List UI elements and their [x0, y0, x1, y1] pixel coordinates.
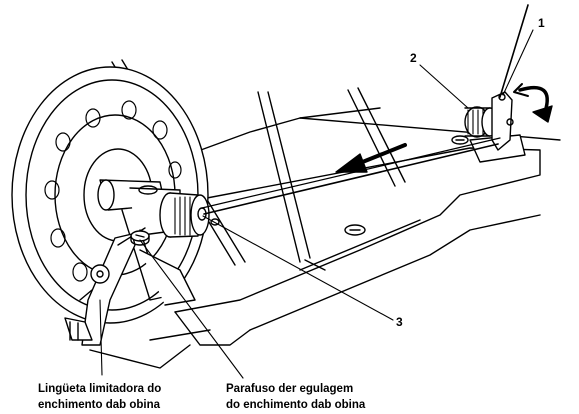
- leader-lines: [99, 29, 534, 379]
- bed-screws: [344, 135, 469, 236]
- caption-screw-line1: Parafuso der egulagem: [226, 383, 353, 395]
- thread-path: [201, 4, 529, 215]
- rotation-arrow: [513, 83, 553, 123]
- leader-1: [502, 29, 534, 96]
- callout-3: 3: [396, 315, 403, 329]
- leader-screw: [139, 239, 244, 379]
- adjustment-screw: [130, 230, 150, 246]
- leader-2: [419, 64, 469, 109]
- caption-tab-line1: Lingüeta limitadora do: [38, 383, 161, 395]
- callout-2: 2: [410, 51, 417, 65]
- bobbin: [159, 192, 220, 238]
- callout-1: 1: [538, 16, 545, 30]
- winding-direction-arrow: [335, 143, 407, 173]
- caption-tab-line2: enchimento dab obina: [38, 399, 161, 411]
- leader-tab: [99, 299, 103, 376]
- handwheel-holes: [44, 100, 182, 282]
- thread-tension-assembly: [464, 91, 526, 163]
- caption-screw-line2: do enchimento dab obina: [226, 399, 366, 411]
- leader-3: [202, 215, 394, 321]
